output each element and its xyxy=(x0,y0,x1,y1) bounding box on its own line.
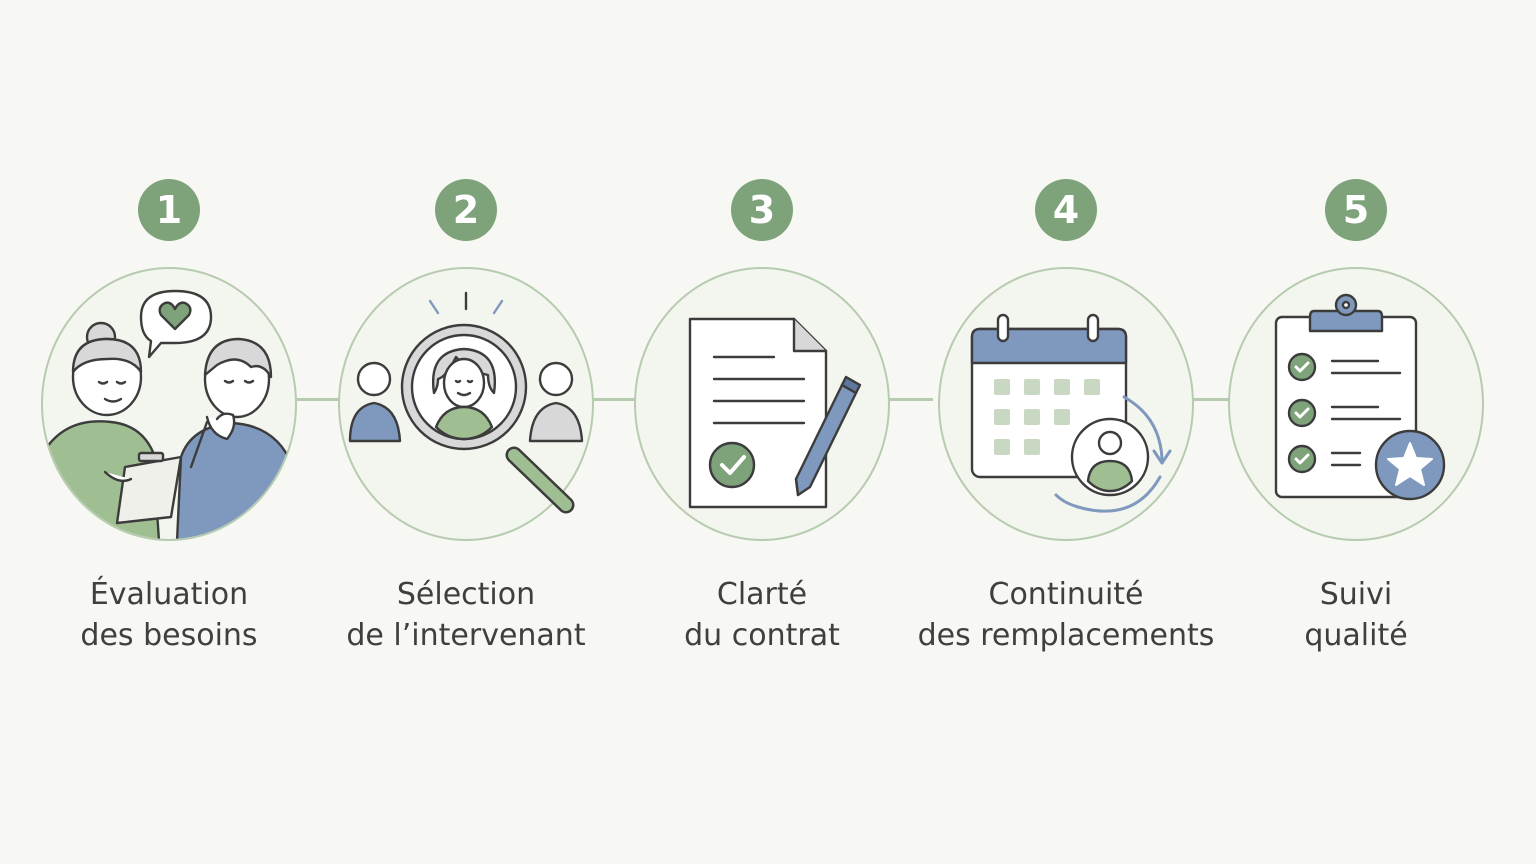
step-number-badge: 3 xyxy=(731,179,793,241)
step-illustration-circle xyxy=(338,267,594,541)
step-number-badge: 2 xyxy=(435,179,497,241)
step-label: Évaluation des besoins xyxy=(80,577,258,653)
signed-contract-icon xyxy=(688,317,862,509)
connector-line-1-2 xyxy=(297,398,341,401)
step-illustration-circle xyxy=(1228,267,1484,541)
step-number-badge: 4 xyxy=(1035,179,1097,241)
step-label: Clarté du contrat xyxy=(684,577,840,653)
step-number-badge: 1 xyxy=(138,179,200,241)
step-illustration-circle xyxy=(41,267,297,541)
step-number-badge: 5 xyxy=(1325,179,1387,241)
step-label: Sélection de l’intervenant xyxy=(346,577,586,653)
step-illustration-circle xyxy=(634,267,890,541)
connector-line-2-3 xyxy=(594,398,638,401)
connector-line-4-5 xyxy=(1192,398,1232,401)
replacement-calendar-icon xyxy=(970,313,1172,513)
caregiver-search-magnifier-icon xyxy=(348,291,584,514)
quality-checklist-icon xyxy=(1274,293,1446,501)
connector-line-3-4 xyxy=(889,398,933,401)
step-label: Suivi qualité xyxy=(1304,577,1408,653)
step-label: Continuité des remplacements xyxy=(917,577,1215,653)
step-illustration-circle xyxy=(938,267,1194,541)
needs-assessment-illustration-icon xyxy=(43,289,295,539)
